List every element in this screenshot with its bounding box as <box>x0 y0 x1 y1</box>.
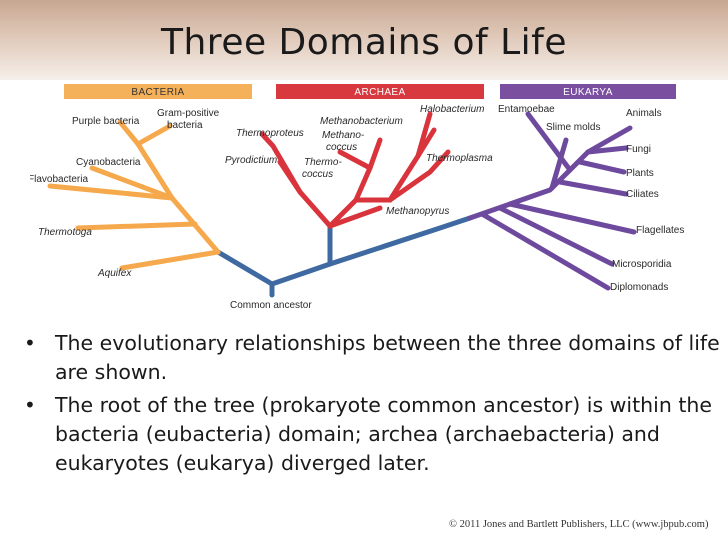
branch-slime-molds <box>549 137 569 191</box>
label-halobacterium: Halobacterium <box>420 104 484 115</box>
branch-diplomonads <box>479 211 611 291</box>
label-thermococcus-2: coccus <box>302 169 333 180</box>
branch-fungi <box>585 145 629 155</box>
branch-halobacterium <box>415 127 437 159</box>
label-thermoproteus: Thermoproteus <box>236 128 304 139</box>
slide-title: Three Domains of Life <box>161 22 567 63</box>
branch-ciliates <box>557 179 629 197</box>
branch-gram-positive <box>135 123 173 147</box>
archaea-domain-bar <box>276 84 484 99</box>
branch-flavobacteria <box>47 183 175 201</box>
branch-thermoplasma <box>387 149 451 203</box>
branch-methanobacterium <box>353 111 433 203</box>
bullet-text: The root of the tree (prokaryote common … <box>55 393 713 475</box>
branch-thermotoga <box>75 221 198 231</box>
branch-microsporidia <box>497 205 615 267</box>
eukarya-branches <box>467 111 637 291</box>
archaea-branches <box>259 111 451 229</box>
bullet-dot: • <box>24 393 36 417</box>
domain-label-bacteria: BACTERIA <box>131 87 184 98</box>
label-purple-bacteria: Purple bacteria <box>72 116 140 127</box>
label-thermoplasma: Thermoplasma <box>426 153 493 164</box>
label-flagellates: Flagellates <box>636 225 684 236</box>
label-gram-positive-bacteria: bacteria <box>167 120 203 131</box>
label-flavobacteria: Flavobacteria <box>30 174 88 185</box>
label-thermococcus-1: Thermo- <box>304 157 342 168</box>
branch-cyanobacteria <box>89 165 175 201</box>
label-pyrodictium: Pyrodictium <box>225 155 277 166</box>
copyright-notice: © 2011 Jones and Bartlett Publishers, LL… <box>449 519 709 530</box>
bacteria-branches <box>47 119 221 271</box>
bullet-item: • The evolutionary relationships between… <box>22 329 722 387</box>
label-methanopyrus: Methanopyrus <box>386 206 449 217</box>
label-methanococcus-1: Methano- <box>322 130 365 141</box>
trunk-main-branch <box>215 215 473 287</box>
label-fungi: Fungi <box>626 144 651 155</box>
label-methanobacterium: Methanobacterium <box>320 116 403 127</box>
bacteria-domain-bar <box>64 84 252 99</box>
label-gram-positive: Gram-positive <box>157 108 220 119</box>
phylogenetic-tree-figure: BACTERIA ARCHAEA EUKARYA <box>30 82 720 312</box>
label-diplomonads: Diplomonads <box>610 282 668 293</box>
trunk-branches <box>215 215 473 298</box>
bullet-item: • The root of the tree (prokaryote commo… <box>22 391 722 478</box>
branch-methanococcus <box>327 137 383 229</box>
branch-purple-bacteria <box>117 119 221 255</box>
label-microsporidia: Microsporidia <box>612 259 672 270</box>
branch-thermococcus <box>337 149 373 171</box>
bullet-dot: • <box>24 331 36 355</box>
branch-entamoebae <box>525 111 573 173</box>
label-entamoebae: Entamoebae <box>498 104 555 115</box>
branch-pyrodictium <box>277 159 303 195</box>
branch-plants <box>577 159 627 175</box>
phylogenetic-tree: BACTERIA ARCHAEA EUKARYA <box>30 84 684 311</box>
bullet-text: The evolutionary relationships between t… <box>55 331 720 384</box>
label-thermotoga: Thermotoga <box>38 227 92 238</box>
bullet-list: • The evolutionary relationships between… <box>22 329 722 482</box>
label-slime-molds: Slime molds <box>546 122 600 133</box>
branch-methanopyrus <box>327 205 383 229</box>
label-plants: Plants <box>626 168 654 179</box>
branch-aquifex <box>119 249 221 271</box>
label-methanococcus-2: coccus <box>326 142 357 153</box>
title-band <box>0 0 728 80</box>
eukarya-domain-bar <box>500 84 676 99</box>
label-common-ancestor: Common ancestor <box>230 300 312 311</box>
label-aquifex: Aquifex <box>97 268 132 279</box>
branch-thermoproteus <box>259 131 333 229</box>
label-ciliates: Ciliates <box>626 189 659 200</box>
branch-flagellates <box>507 201 637 235</box>
label-cyanobacteria: Cyanobacteria <box>76 157 141 168</box>
domain-label-eukarya: EUKARYA <box>563 87 613 98</box>
label-animals: Animals <box>626 108 662 119</box>
domain-label-archaea: ARCHAEA <box>354 87 405 98</box>
